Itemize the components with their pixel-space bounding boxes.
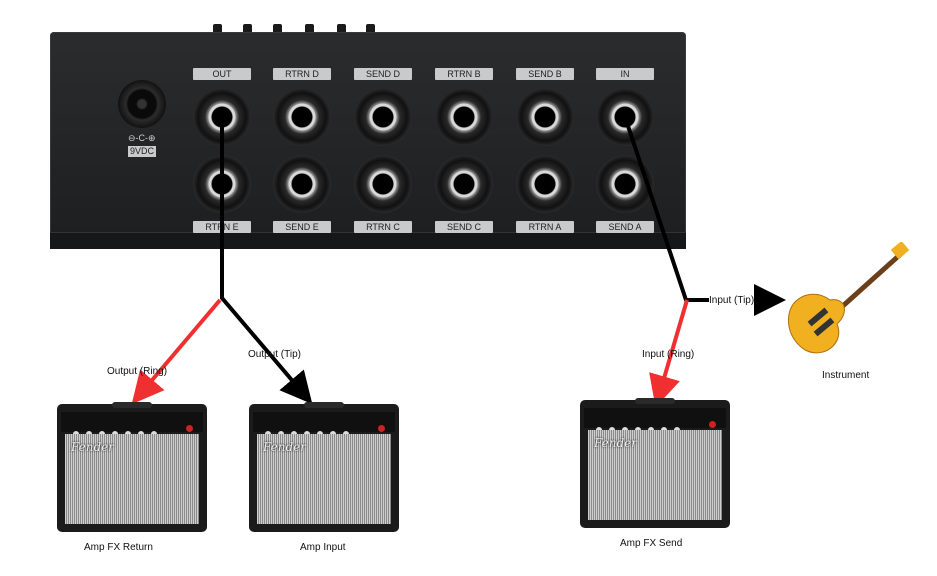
control-knob <box>305 24 314 34</box>
amp-fx-send-label: Amp FX Send <box>620 538 683 549</box>
guitar-icon <box>787 242 910 354</box>
power-label: 9VDC <box>128 146 156 157</box>
control-knob <box>337 24 346 34</box>
jack-send-c[interactable] <box>435 155 493 213</box>
amp-input-label: Amp Input <box>300 542 346 553</box>
control-knob <box>273 24 282 34</box>
jack-rtrn-b[interactable] <box>435 88 493 146</box>
input-ring-label: Input (Ring) <box>642 349 695 360</box>
jack-label: SEND C <box>435 221 493 233</box>
jack-label: SEND D <box>354 68 412 80</box>
amp-fx-send: Fender <box>580 398 730 528</box>
output-ring-wire <box>131 298 222 405</box>
jack-label: SEND A <box>596 221 654 233</box>
jack-label: SEND B <box>516 68 574 80</box>
output-tip-wire <box>220 117 313 405</box>
jack-rtrn-d[interactable] <box>273 88 331 146</box>
amp-logo: Fender <box>594 436 638 450</box>
output-tip-label: Output (Tip) <box>248 349 301 360</box>
jack-label: RTRN D <box>273 68 331 80</box>
jack-label: RTRN A <box>516 221 574 233</box>
input-tip-wire <box>623 116 786 316</box>
jack-rtrn-c[interactable] <box>354 155 412 213</box>
jack-label: SEND E <box>273 221 331 233</box>
jack-rtrn-a[interactable] <box>516 155 574 213</box>
jack-label: RTRN B <box>435 68 493 80</box>
instrument-label: Instrument <box>822 370 870 381</box>
jack-label: IN <box>596 68 654 80</box>
jack-send-b[interactable] <box>516 88 574 146</box>
input-ring-wire <box>649 299 689 408</box>
power-jack <box>118 80 166 128</box>
control-knob <box>213 24 222 34</box>
polarity-symbol: ⊖-C-⊕ <box>128 133 156 143</box>
jack-label: RTRN C <box>354 221 412 233</box>
jack-send-d[interactable] <box>354 88 412 146</box>
amp-logo: Fender <box>71 440 115 454</box>
amp-fx-return-label: Amp FX Return <box>84 542 153 553</box>
amp-logo: Fender <box>263 440 307 454</box>
jack-send-a[interactable] <box>596 155 654 213</box>
input-tip-label: Input (Tip) <box>709 295 755 306</box>
jack-send-e[interactable] <box>273 155 331 213</box>
amp-input: Fender <box>249 402 399 532</box>
jack-label: OUT <box>193 68 251 80</box>
amp-fx-return: Fender <box>57 402 207 532</box>
control-knob <box>243 24 252 34</box>
control-knob <box>366 24 375 34</box>
output-ring-label: Output (Ring) <box>107 366 168 377</box>
